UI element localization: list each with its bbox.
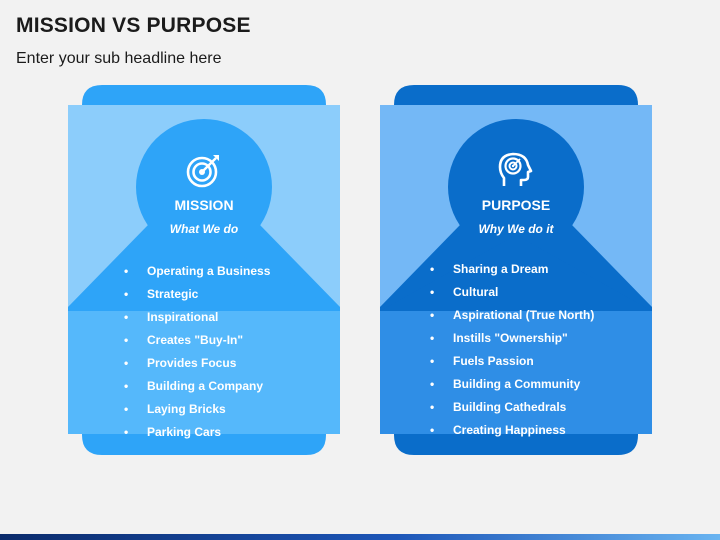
list-item: Parking Cars — [124, 421, 270, 444]
page-title: MISSION VS PURPOSE — [16, 14, 251, 37]
list-item: Cultural — [430, 281, 594, 304]
page-subtitle: Enter your sub headline here — [16, 50, 222, 67]
list-item: Strategic — [124, 283, 270, 306]
list-item: Inspirational — [124, 306, 270, 329]
list-item: Operating a Business — [124, 260, 270, 283]
list-item: Creating Happiness — [430, 419, 594, 442]
purpose-heading: PURPOSE — [481, 197, 551, 213]
list-item: Instills "Ownership" — [430, 327, 594, 350]
list-item: Aspirational (True North) — [430, 304, 594, 327]
list-item: Sharing a Dream — [430, 258, 594, 281]
mission-list: Operating a Business Strategic Inspirati… — [124, 260, 270, 444]
target-icon — [186, 155, 219, 188]
list-item: Fuels Passion — [430, 350, 594, 373]
mission-card: MISSION What We do Operating a Business … — [68, 85, 340, 455]
list-item: Laying Bricks — [124, 398, 270, 421]
purpose-card: PURPOSE Why We do it Sharing a Dream Cul… — [380, 85, 652, 455]
purpose-tagline: Why We do it — [478, 222, 554, 236]
purpose-list: Sharing a Dream Cultural Aspirational (T… — [430, 258, 594, 442]
list-item: Building a Company — [124, 375, 270, 398]
list-item: Provides Focus — [124, 352, 270, 375]
list-item: Building a Community — [430, 373, 594, 396]
list-item: Creates "Buy-In" — [124, 329, 270, 352]
bottom-accent-bar — [0, 534, 720, 540]
head-target-icon — [498, 152, 533, 186]
purpose-card-circle — [448, 119, 584, 255]
list-item: Building Cathedrals — [430, 396, 594, 419]
mission-heading: MISSION — [174, 197, 234, 213]
mission-tagline: What We do — [169, 222, 239, 236]
